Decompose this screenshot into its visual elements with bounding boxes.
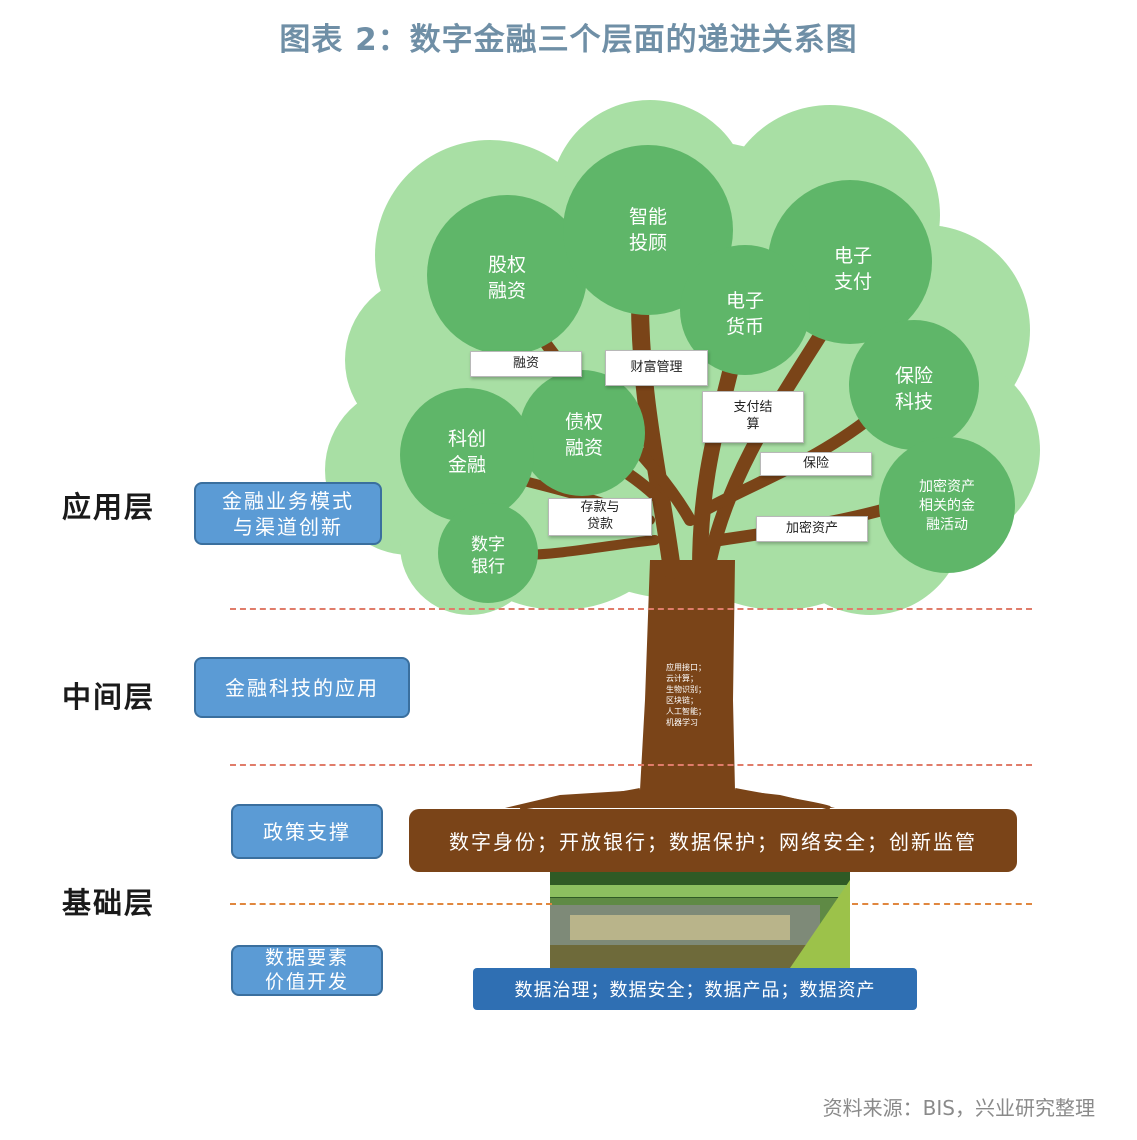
tech-item: 应用接口； — [666, 663, 706, 672]
tag-crypto-assets: 加密资产 — [756, 516, 868, 542]
tech-item: 生物识别； — [666, 685, 706, 694]
tag-wealth-management: 财富管理 — [605, 350, 708, 386]
circle-robo-advisory — [563, 145, 733, 315]
box-fintech-application: 金融科技的应用 — [194, 657, 410, 718]
source-note: 资料来源：BIS，兴业研究整理 — [822, 1096, 1095, 1120]
tech-item: 云计算； — [666, 674, 698, 683]
circle-label-bank-2: 银行 — [471, 557, 505, 577]
tech-item: 人工智能； — [666, 707, 706, 716]
circle-debt-financing — [519, 370, 645, 496]
circle-label-robo-1: 智能 — [629, 206, 667, 228]
tag-financing: 融资 — [470, 351, 582, 377]
box-business-model-innovation: 金融业务模式 与渠道创新 — [194, 482, 382, 545]
page-title: 图表 2：数字金融三个层面的递进关系图 — [279, 22, 858, 58]
circle-label-crypto-3: 融活动 — [926, 517, 968, 533]
circle-crypto-assets — [879, 437, 1015, 573]
circle-label-scitech-2: 金融 — [448, 454, 486, 476]
landscape-photo — [550, 868, 850, 968]
tech-item: 机器学习 — [666, 718, 698, 727]
circle-label-crypto-2: 相关的金 — [919, 498, 975, 514]
circle-insurtech — [849, 320, 979, 450]
circle-label-bank-1: 数字 — [471, 535, 505, 555]
circle-labels: 股权 融资 智能 投顾 电子 支付 电子 货币 保险 科技 债权 融资 科创 金… — [448, 206, 975, 577]
circle-label-ecash-1: 电子 — [726, 290, 764, 312]
tag-deposits-loans: 存款与 贷款 — [548, 498, 652, 536]
circle-label-robo-2: 投顾 — [629, 232, 667, 254]
layer-label-foundation: 基础层 — [62, 886, 156, 920]
circle-label-crypto-1: 加密资产 — [919, 478, 975, 495]
tree-trunk — [505, 560, 835, 808]
box-data-value-development: 数据要素 价值开发 — [231, 945, 383, 996]
separator-middle-foundation — [230, 764, 1032, 766]
trunk-tech-list: 应用接口； 云计算； 生物识别； 区块链； 人工智能； 机器学习 — [666, 662, 706, 728]
roots-bar: 数字身份；开放银行；数据保护；网络安全；创新监管 — [409, 809, 1017, 872]
circle-label-scitech-1: 科创 — [448, 428, 486, 450]
tree-roots — [519, 788, 831, 810]
circle-label-epay-1: 电子 — [834, 245, 872, 267]
tag-payment-settlement: 支付结 算 — [702, 391, 804, 443]
layer-label-application: 应用层 — [62, 490, 156, 524]
circle-label-debt-2: 融资 — [565, 437, 603, 459]
circle-label-ecash-2: 货币 — [726, 316, 764, 338]
tech-item: 区块链； — [666, 696, 698, 705]
separator-foundation-right — [852, 903, 1032, 905]
circle-label-epay-2: 支付 — [834, 271, 872, 293]
circle-equity-financing — [427, 195, 587, 355]
circle-sci-tech-finance — [400, 388, 534, 522]
layer-label-middle: 中间层 — [62, 680, 156, 714]
circle-label-equity-2: 融资 — [488, 280, 526, 302]
box-policy-support: 政策支撑 — [231, 804, 383, 859]
circle-digital-bank — [438, 503, 538, 603]
tag-insurance: 保险 — [760, 452, 872, 476]
circle-label-insurtech-2: 科技 — [895, 391, 933, 413]
circle-label-insurtech-1: 保险 — [895, 365, 933, 387]
circle-label-equity-1: 股权 — [488, 254, 526, 276]
separator-foundation-left — [230, 903, 552, 905]
circle-digital-currency — [680, 245, 810, 375]
data-bar: 数据治理；数据安全；数据产品；数据资产 — [473, 968, 917, 1010]
circle-label-debt-1: 债权 — [565, 411, 603, 433]
canopy-circles — [400, 145, 1015, 603]
separator-application-middle — [230, 608, 1032, 610]
